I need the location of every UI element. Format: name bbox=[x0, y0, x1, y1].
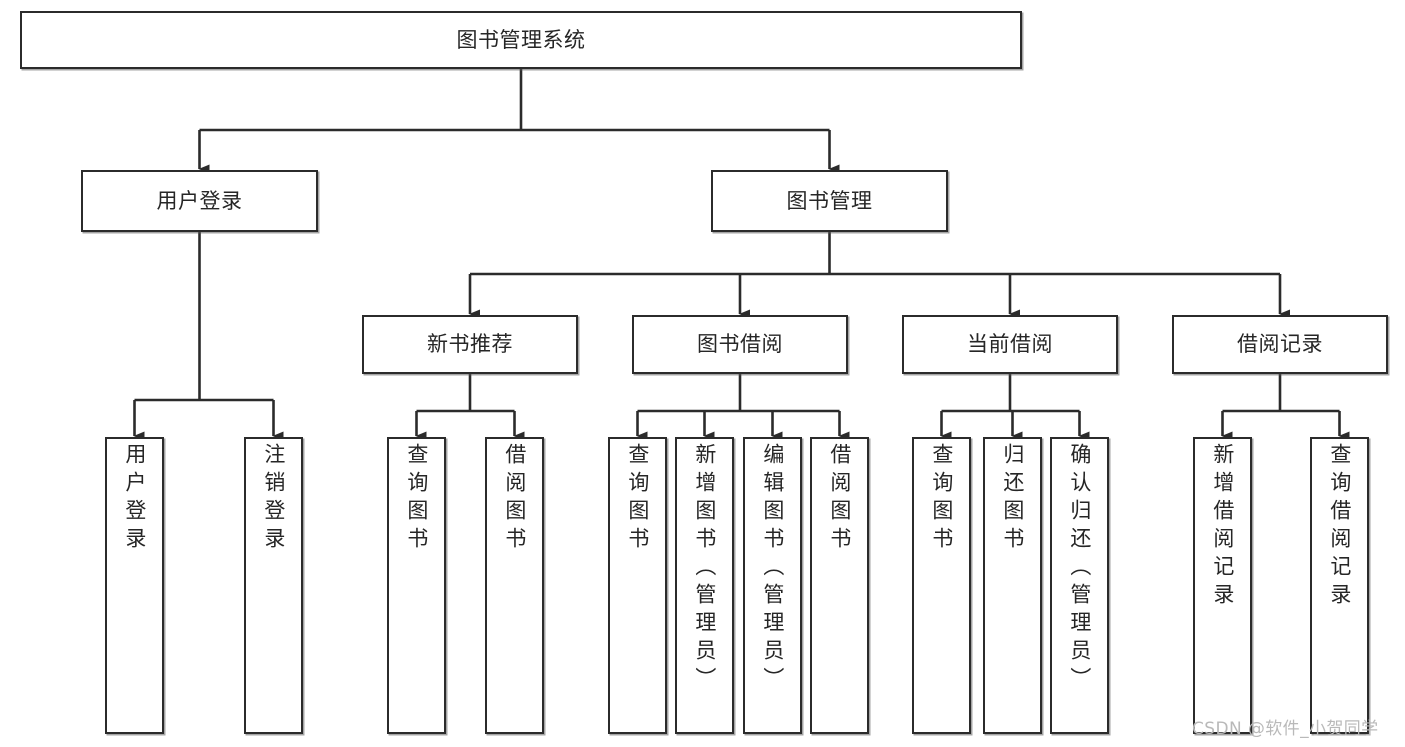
leaf-query-books-rec[interactable]: 查询图书 bbox=[387, 437, 446, 734]
node-book-management-branch[interactable]: 图书管理 bbox=[711, 170, 948, 232]
leaf-label: 新增借阅记录 bbox=[1210, 443, 1235, 611]
leaf-logout[interactable]: 注销登录 bbox=[244, 437, 303, 734]
leaf-confirm-return-admin[interactable]: 确认归还（管理员） bbox=[1050, 437, 1109, 734]
node-label: 图书借阅 bbox=[697, 332, 783, 357]
node-root-label: 图书管理系统 bbox=[456, 27, 586, 52]
leaf-label: 查询图书 bbox=[625, 443, 650, 555]
leaf-query-books-borrow[interactable]: 查询图书 bbox=[608, 437, 667, 734]
node-label: 图书管理 bbox=[786, 188, 873, 213]
leaf-add-borrow-record[interactable]: 新增借阅记录 bbox=[1193, 437, 1252, 734]
leaf-label: 确认归还（管理员） bbox=[1067, 443, 1092, 695]
node-borrowing-records[interactable]: 借阅记录 bbox=[1172, 315, 1388, 374]
leaf-label: 查询借阅记录 bbox=[1327, 443, 1352, 611]
leaf-label: 新增图书（管理员） bbox=[692, 443, 717, 695]
leaf-label: 借阅图书 bbox=[502, 443, 527, 555]
leaf-borrow-books-rec[interactable]: 借阅图书 bbox=[485, 437, 544, 734]
node-label: 用户登录 bbox=[156, 188, 243, 213]
node-label: 新书推荐 bbox=[427, 332, 513, 357]
node-new-book-recommendation[interactable]: 新书推荐 bbox=[362, 315, 578, 374]
leaf-label: 查询图书 bbox=[404, 443, 429, 555]
leaf-label: 借阅图书 bbox=[827, 443, 852, 555]
node-current-borrowing[interactable]: 当前借阅 bbox=[902, 315, 1118, 374]
connector-lines bbox=[133, 69, 1350, 441]
leaf-edit-book-admin[interactable]: 编辑图书（管理员） bbox=[743, 437, 802, 734]
leaf-label: 用户登录 bbox=[122, 443, 147, 555]
leaf-return-books[interactable]: 归还图书 bbox=[983, 437, 1042, 734]
leaf-add-book-admin[interactable]: 新增图书（管理员） bbox=[675, 437, 734, 734]
node-book-borrowing[interactable]: 图书借阅 bbox=[632, 315, 848, 374]
leaf-label: 注销登录 bbox=[261, 443, 286, 555]
node-root-book-management-system[interactable]: 图书管理系统 bbox=[20, 11, 1022, 69]
node-label: 当前借阅 bbox=[967, 332, 1053, 357]
leaf-borrow-books[interactable]: 借阅图书 bbox=[810, 437, 869, 734]
leaf-label: 归还图书 bbox=[1000, 443, 1025, 555]
leaf-query-borrow-record[interactable]: 查询借阅记录 bbox=[1310, 437, 1369, 734]
leaf-user-login[interactable]: 用户登录 bbox=[105, 437, 164, 734]
leaf-label: 查询图书 bbox=[929, 443, 954, 555]
leaf-label: 编辑图书（管理员） bbox=[760, 443, 785, 695]
node-user-login-branch[interactable]: 用户登录 bbox=[81, 170, 318, 232]
csdn-watermark: CSDN @软件_小贺同学 bbox=[1192, 719, 1379, 739]
leaf-query-books-current[interactable]: 查询图书 bbox=[912, 437, 971, 734]
node-label: 借阅记录 bbox=[1237, 332, 1323, 357]
